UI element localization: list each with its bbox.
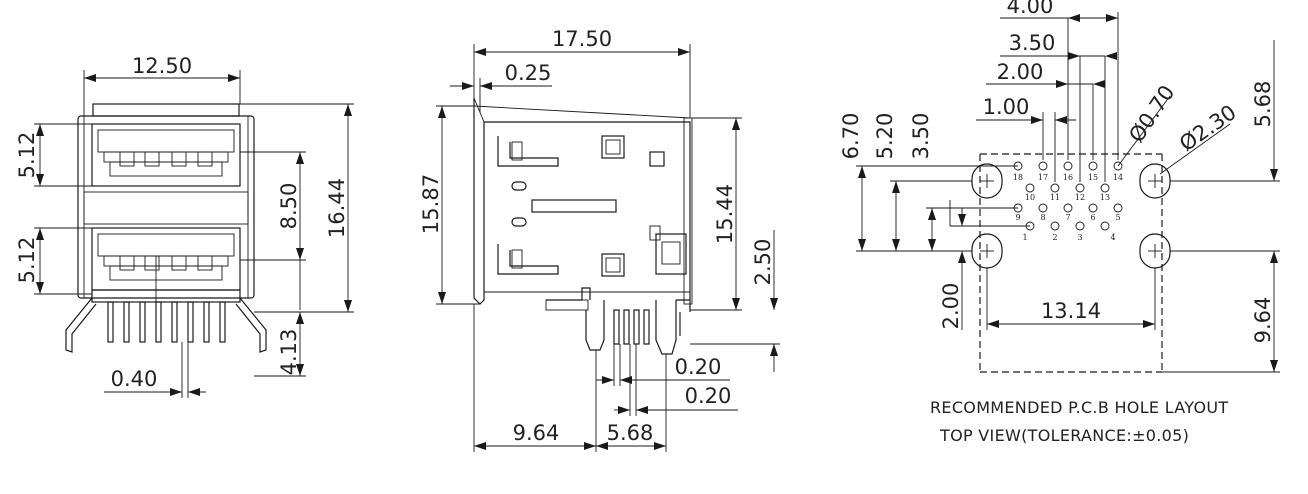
- mounting-hole-top-right: [1139, 163, 1171, 199]
- pin-label: 17: [1038, 173, 1048, 182]
- dim-pin-distance-front: 9.64: [513, 421, 560, 445]
- pin-numbers: 18 17 16 15 14 10 11 12 13 9 8 7 6 5 1 2…: [1013, 173, 1123, 242]
- side-shell: [473, 98, 691, 305]
- dim-pin-distance-back: 5.68: [607, 421, 654, 445]
- mounting-hole-bottom-right: [1139, 233, 1171, 269]
- pcb-layout-view: 18 17 16 15 14 10 11 12 13 9 8 7 6 5 1 2…: [839, 0, 1280, 445]
- pin-label: 12: [1075, 193, 1085, 202]
- pin-label: 3: [1077, 233, 1082, 242]
- front-shell: [77, 115, 255, 299]
- dim-port-height-top: 5.12: [15, 132, 39, 179]
- usb-port-top: [91, 123, 241, 187]
- front-leg-right: [235, 297, 267, 353]
- dim-hole-small: Ø0.70: [1124, 81, 1179, 147]
- side-view: 17.50 0.25 15.87 15.44 2.50: [419, 27, 780, 452]
- dim-pcb-4-00: 4.00: [1007, 0, 1054, 18]
- signal-holes: [1013, 161, 1123, 231]
- front-view: 12.50 5.12 5.12 8.50 16.44 4.1: [15, 54, 354, 398]
- dim-port-height-bottom: 5.12: [15, 237, 39, 284]
- dim-pcb-3-50-left: 3.50: [909, 113, 933, 160]
- pin-label: 11: [1050, 193, 1060, 202]
- front-top-lip: [92, 103, 240, 117]
- pin-label: 13: [1100, 193, 1110, 202]
- dim-side-right-height: 15.44: [713, 184, 737, 244]
- pin-label: 2: [1052, 233, 1057, 242]
- dim-pcb-2-00-left: 2.00: [939, 283, 963, 330]
- dim-shell-offset: 0.25: [505, 61, 552, 85]
- front-leg-left: [65, 297, 97, 353]
- pin-label: 10: [1025, 193, 1035, 202]
- pin-label: 9: [1015, 213, 1020, 222]
- dim-pin-length: 4.13: [277, 329, 301, 376]
- dim-pcb-2-00: 2.00: [997, 60, 1044, 84]
- dim-pcb-9-64: 9.64: [1251, 297, 1275, 344]
- pin-label: 8: [1040, 213, 1045, 222]
- pin-label: 4: [1110, 233, 1115, 242]
- pin-label: 7: [1065, 213, 1070, 222]
- dim-pin-offset-2: 0.20: [685, 384, 732, 408]
- caption-line-1: RECOMMENDED P.C.B HOLE LAYOUT: [930, 398, 1228, 417]
- pin-label: 15: [1088, 173, 1098, 182]
- usb-port-bottom: [91, 227, 241, 291]
- dim-side-depth: 17.50: [552, 27, 612, 51]
- dim-pcb-width: 13.14: [1041, 299, 1101, 323]
- dim-pcb-3-50: 3.50: [1009, 31, 1056, 55]
- dim-port-pitch: 8.50: [277, 183, 301, 230]
- dim-pcb-5-68: 5.68: [1251, 81, 1275, 128]
- dim-board-offset: 2.50: [751, 239, 775, 286]
- mounting-hole-top-left: [971, 163, 1003, 199]
- pin-label: 6: [1090, 213, 1095, 222]
- front-separator: [83, 191, 249, 225]
- pin-label: 14: [1113, 173, 1123, 182]
- side-latch-top: [497, 136, 559, 167]
- caption-line-2: TOP VIEW(TOLERANCE:±0.05): [939, 426, 1189, 445]
- pin-label: 18: [1013, 173, 1023, 182]
- pcb-outline: [979, 153, 1163, 373]
- dim-pcb-5-20: 5.20: [873, 113, 897, 160]
- front-pins: [107, 301, 226, 343]
- dim-pcb-1-00: 1.00: [983, 95, 1030, 119]
- dim-hole-large: Ø2.30: [1175, 100, 1241, 156]
- dim-pin-offset-1: 0.20: [675, 355, 722, 379]
- side-latch-bottom: [497, 244, 559, 275]
- pin-label: 5: [1115, 213, 1120, 222]
- mounting-hole-bottom-left: [971, 233, 1003, 269]
- pin-label: 1: [1022, 233, 1027, 242]
- dim-overall-height: 16.44: [325, 178, 349, 238]
- dim-front-width: 12.50: [132, 54, 192, 78]
- dim-pin-width: 0.40: [111, 367, 158, 391]
- dim-pcb-6-70: 6.70: [839, 113, 863, 160]
- dim-side-left-height: 15.87: [419, 174, 443, 234]
- pin-label: 16: [1063, 173, 1073, 182]
- side-leg-front: [585, 300, 605, 351]
- side-leg-back: [655, 300, 677, 355]
